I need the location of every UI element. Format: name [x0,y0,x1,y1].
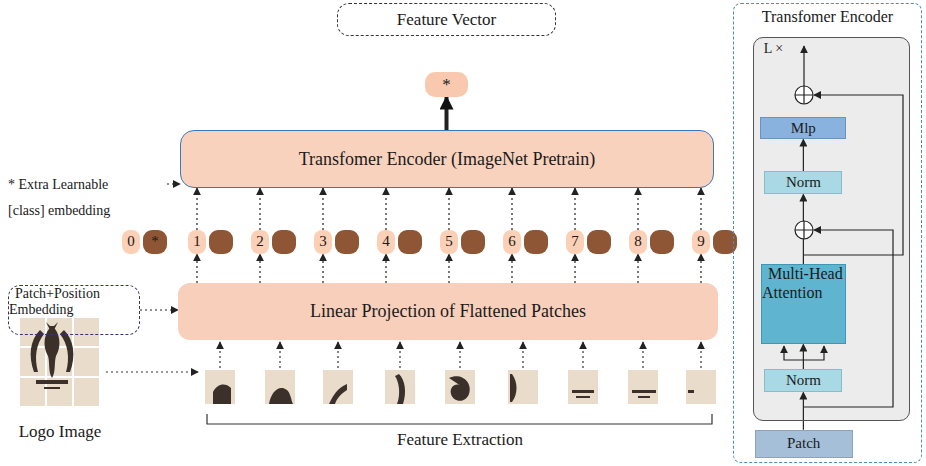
connector-arrow [385,254,386,283]
node-text: 2 [256,233,264,250]
node-text: 5 [445,233,453,250]
connector-arrow [637,188,638,230]
node-text: 7 [571,233,579,250]
attention-input-arrow [784,346,804,360]
node-text: 9 [697,233,705,250]
position-token: 0 [122,230,140,254]
position-token: 4 [377,230,395,254]
norm-box: Norm [764,369,842,392]
mlp-box: Mlp [760,117,846,139]
input-box: Patch [755,430,853,458]
connector-arrow [385,188,386,230]
node-text: 8 [634,233,642,250]
node-text: Patch+Position Embedding [9,286,100,317]
node-text: Norm [786,372,821,389]
position-token: 3 [314,230,332,254]
node-text: Patch [787,435,820,452]
connector-arrow [445,97,449,130]
split-arrow [106,371,198,372]
note-text: * Extra Learnable [class] embedding [8,172,143,224]
connector-arrow [448,254,449,283]
node-text: 3 [319,233,327,250]
node-text: Mlp [791,120,816,137]
connector-arrow [167,183,180,184]
connector-arrow [637,254,638,283]
image-caption: Logo Image [0,422,120,442]
output-box: Feature Vector [337,3,556,36]
node-text: * [442,75,451,95]
output-token: * [425,72,468,97]
connector-arrow [511,254,512,283]
connector-arrow [803,139,804,171]
node-text: Feature Vector [397,10,496,30]
projection-box: Linear Projection of Flattened Patches [178,283,718,340]
connector-arrow [259,254,260,283]
node-text: Transfomer Encoder (ImageNet Pretrain) [299,149,596,170]
image-patches [205,342,716,404]
position-token: 5 [440,230,458,254]
attention-box: Multi-Head Attention [761,264,846,344]
connector-arrow [322,254,323,283]
encoder-panel: Transfomer EncoderL ×MlpNormMulti-Head A… [733,3,922,463]
node-text: Multi-Head Attention [762,265,843,300]
node-text: Transfomer Encoder [734,8,921,26]
connector-arrow [259,188,260,230]
connector-arrow [803,344,804,369]
node-text: 1 [193,233,201,250]
embedding-note: Patch+Position Embedding [8,285,140,335]
node-text: 6 [508,233,516,250]
connector-arrow [574,254,575,283]
node-text: L × [764,41,783,57]
encoder-block-fill [753,37,910,421]
node-text: 4 [382,233,390,250]
connector-arrow [140,309,178,310]
norm-box: Norm [764,171,842,194]
position-token: 6 [503,230,521,254]
attention-input-arrow [804,346,824,360]
position-token: 7 [566,230,584,254]
bracket [207,414,712,424]
encoder-block: L ×MlpNormMulti-Head AttentionNorm [753,37,910,421]
node-text: Linear Projection of Flattened Patches [310,301,586,322]
class-token: * [143,230,167,254]
patch-embeddings [209,230,737,254]
connector-arrow [322,188,323,230]
connector-arrow [700,254,701,283]
add-symbol [795,86,813,104]
connector-arrow [511,188,512,230]
node-text: * [151,233,159,250]
position-token: 9 [692,230,710,254]
connector-arrow [196,254,197,283]
node-text: Norm [786,174,821,191]
section-caption: Feature Extraction [340,430,580,450]
position-token: 1 [188,230,206,254]
encoder-box: Transfomer Encoder (ImageNet Pretrain) [180,130,714,188]
add-symbol [795,221,813,239]
connector-arrow [700,188,701,230]
connector-arrow [574,188,575,230]
node-text: 0 [127,233,135,250]
connector-arrow [196,188,197,230]
connector-arrow [803,392,804,429]
logo-image [20,318,99,406]
block-output-arrow [803,46,804,86]
position-token: 2 [251,230,269,254]
connector-arrow [448,188,449,230]
position-token: 8 [629,230,647,254]
